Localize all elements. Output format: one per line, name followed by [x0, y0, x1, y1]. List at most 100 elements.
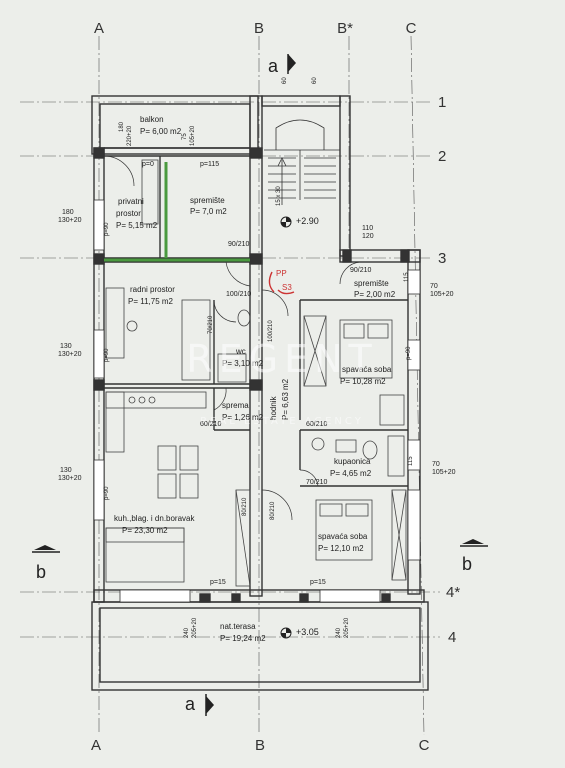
room-wc-area: P= 3,10 m2 — [222, 359, 264, 368]
dim-d42: 60 — [282, 77, 288, 84]
room-kupaonica-name: kupaonica — [334, 457, 371, 466]
dim-d32: 70/210 — [306, 479, 328, 486]
dim-d21: 130+20 — [58, 351, 82, 358]
dim-d30: 105+20 — [432, 469, 456, 476]
dim-d11: 110 — [362, 225, 373, 232]
room-privatni-name1: privatni — [118, 197, 144, 206]
room-privatni-area: P= 5,15 m2 — [116, 221, 158, 230]
windows — [93, 199, 421, 603]
dim-d40: 205+20 — [344, 617, 350, 638]
dim-d38: 205+20 — [192, 617, 198, 638]
section-a-top-label: a — [268, 56, 279, 76]
level-stair: +2.90 — [296, 216, 319, 226]
axis-col-bstar-top: B* — [337, 20, 353, 37]
room-labels: balkon P= 6,00 m2 privatni prostor P= 5,… — [114, 115, 396, 643]
room-spavaca1-area: P= 10,28 m2 — [340, 377, 386, 386]
axis-row-4star: 4* — [446, 584, 460, 601]
dim-d4: 105+20 — [190, 125, 196, 146]
level-markers: +2.90 +3.05 — [280, 216, 319, 639]
dim-d34: 80/210 — [270, 501, 276, 520]
room-spremiste-top-area: P= 7,0 m2 — [190, 207, 227, 216]
room-spavaca2-name: spavaća soba — [318, 532, 368, 541]
room-kuhinja-area: P= 23,30 m2 — [122, 526, 168, 535]
dim-d20: 130 — [60, 343, 72, 350]
dim-d14: 115 — [404, 272, 410, 282]
room-hodnik-area: P= 6,63 m2 — [281, 378, 290, 420]
dim-d29: 70 — [432, 461, 440, 468]
dim-d19: 100/210 — [268, 320, 274, 342]
room-sprema-name: sprema — [222, 401, 249, 410]
room-kuhinja-name: kuh.,blag. i dn.boravak — [114, 514, 195, 523]
dim-d23: p=90 — [406, 346, 412, 360]
dim-d10: 90/210 — [228, 241, 250, 248]
dim-d39: 240 — [336, 627, 342, 638]
dim-d24: 60/210 — [200, 421, 222, 428]
axis-col-a-bottom: A — [91, 737, 101, 754]
dim-d5: p=0 — [142, 161, 154, 168]
dim-d9: p=90 — [104, 222, 110, 236]
doors — [103, 155, 361, 521]
dim-d37: 240 — [184, 627, 190, 638]
axis-col-c-top: C — [406, 20, 417, 37]
dim-d35: p=15 — [210, 579, 226, 586]
section-b-left-label: b — [36, 562, 46, 582]
axis-col-c-bottom: C — [419, 737, 430, 754]
room-hodnik-name: hodnik — [269, 395, 278, 420]
axis-row-3: 3 — [438, 250, 446, 267]
dim-d27: 130+20 — [58, 475, 82, 482]
level-terrace: +3.05 — [296, 627, 319, 637]
room-kupaonica-area: P= 4,65 m2 — [330, 469, 372, 478]
room-terasa-area: P= 19,24 m2 — [220, 634, 266, 643]
dimension-notes: 180 220+20 75 105+20 p=0 p=115 180 130+2… — [58, 77, 456, 638]
pp-label: PP — [276, 269, 287, 278]
red-annotation: PP S3 — [268, 269, 295, 295]
room-privatni-name2: prostor — [116, 209, 141, 218]
section-a-bottom-label: a — [185, 694, 196, 714]
dim-d3: 75 — [182, 133, 188, 140]
section-markers: a a b b — [32, 54, 488, 716]
dim-d41: 15 x 30 — [276, 186, 282, 206]
room-balkon-area: P= 6,00 m2 — [140, 127, 182, 136]
room-spavaca2-area: P= 12,10 m2 — [318, 544, 364, 553]
room-spremiste-right-name: spremište — [354, 279, 389, 288]
furniture — [105, 159, 407, 587]
green-walls — [104, 162, 250, 262]
dim-d2: 220+20 — [127, 125, 133, 146]
dim-d13: 90/210 — [350, 267, 372, 274]
dim-d6: p=115 — [200, 161, 219, 168]
axis-col-b-top: B — [254, 20, 264, 37]
dim-d17: 100/210 — [226, 291, 251, 298]
dim-d12: 120 — [362, 233, 374, 240]
s3-label: S3 — [282, 283, 292, 292]
dim-d43: 60 — [312, 77, 318, 84]
watermark-sub: REAL ESTATE AGENCY — [200, 416, 364, 427]
watermark-main: REGENT — [186, 337, 378, 381]
dim-d7: 180 — [62, 209, 74, 216]
dim-d18: 70/210 — [208, 315, 214, 334]
room-spremiste-top-name: spremište — [190, 196, 225, 205]
axis-row-2: 2 — [438, 148, 446, 165]
dim-d16: 105+20 — [430, 291, 454, 298]
axis-col-a-top: A — [94, 20, 104, 37]
axis-row-4: 4 — [448, 629, 456, 646]
staircase — [264, 119, 340, 205]
dim-d33: 80/210 — [242, 497, 248, 516]
axis-row-1: 1 — [438, 94, 446, 111]
dim-d26: 130 — [60, 467, 72, 474]
dim-d1: 180 — [119, 121, 125, 132]
room-spremiste-right-area: P= 2,00 m2 — [354, 290, 396, 299]
room-terasa-name: nat.terasa — [220, 622, 256, 631]
dim-d15: 70 — [430, 283, 438, 290]
room-spavaca1-name: spavaća soba — [342, 365, 392, 374]
dim-d28: p=90 — [104, 486, 110, 500]
dim-d31: 115 — [408, 456, 414, 466]
room-radni-area: P= 11,75 m2 — [128, 297, 174, 306]
room-balkon-name: balkon — [140, 115, 164, 124]
watermark: REGENT REAL ESTATE AGENCY — [186, 337, 378, 427]
axis-col-b-bottom: B — [255, 737, 265, 754]
room-radni-name: radni prostor — [130, 285, 175, 294]
dim-d8: 130+20 — [58, 217, 82, 224]
room-sprema-area: P= 1,26 m2 — [222, 413, 264, 422]
room-wc-name: wc — [235, 347, 246, 356]
